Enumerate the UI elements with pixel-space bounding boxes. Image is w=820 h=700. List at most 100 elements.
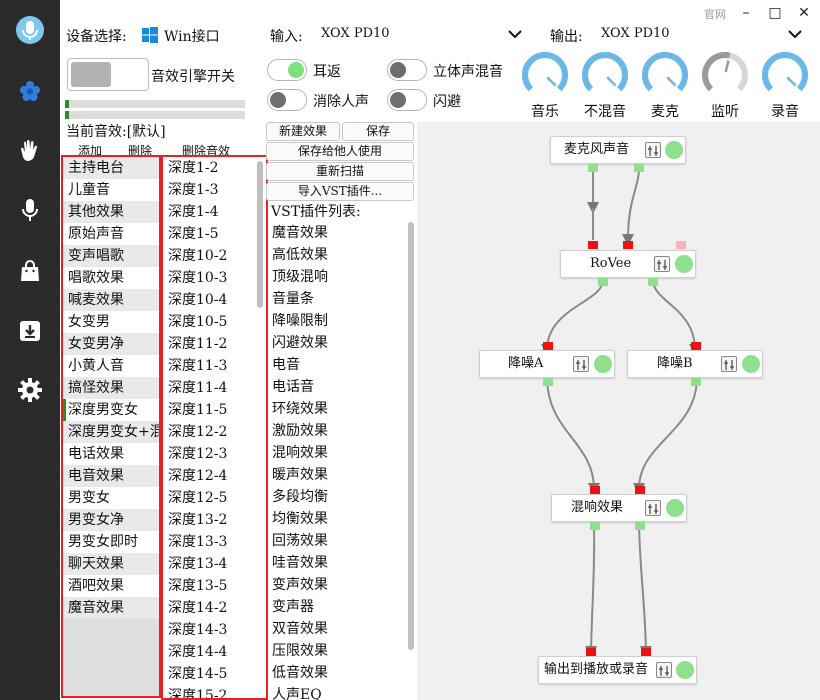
eq-icon[interactable] xyxy=(721,356,737,372)
effect-list-item[interactable]: 原始声音 xyxy=(63,223,159,245)
new-effect-button[interactable]: 新建效果 xyxy=(266,122,340,141)
flower-icon[interactable] xyxy=(15,76,45,106)
effect-list-item[interactable]: 女变男 xyxy=(63,311,159,333)
effect-list-item[interactable]: 电话效果 xyxy=(63,443,159,465)
device-select[interactable]: Win接口 xyxy=(164,29,220,45)
preset-list-item[interactable]: 深度10-5 xyxy=(163,311,266,333)
node-status-dot[interactable] xyxy=(675,255,693,273)
preset-list-item[interactable]: 深度1-2 xyxy=(163,157,266,179)
output-port[interactable] xyxy=(598,278,608,286)
eq-icon[interactable] xyxy=(654,256,670,272)
output-port[interactable] xyxy=(635,522,645,530)
output-port[interactable] xyxy=(588,164,598,172)
save-button[interactable]: 保存 xyxy=(342,122,414,141)
effect-list-item[interactable]: 其他效果 xyxy=(63,201,159,223)
vst-plugin-item[interactable]: 环绕效果 xyxy=(272,401,328,417)
chevron-down-icon[interactable] xyxy=(787,28,803,40)
vst-plugin-item[interactable]: 音量条 xyxy=(272,291,314,307)
node-output[interactable]: 输出到播放或录音 xyxy=(538,656,697,684)
delete-effect-button[interactable]: 删除音效 xyxy=(182,144,231,158)
vst-plugin-item[interactable]: 高低效果 xyxy=(272,247,328,263)
microphone-logo-icon[interactable] xyxy=(15,15,45,45)
effect-list-item[interactable]: 酒吧效果 xyxy=(63,575,159,597)
vst-plugin-item[interactable]: 变声效果 xyxy=(272,577,328,593)
preset-list-item[interactable]: 深度13-5 xyxy=(163,575,266,597)
download-icon[interactable] xyxy=(15,316,45,346)
preset-list-item[interactable]: 深度11-3 xyxy=(163,355,266,377)
vst-list-scrollbar[interactable] xyxy=(408,222,414,650)
output-device-select[interactable]: XOX PD10 xyxy=(601,26,670,41)
vst-plugin-item[interactable]: 电话音 xyxy=(272,379,314,395)
effect-list-item[interactable]: 男变女净 xyxy=(63,509,159,531)
vst-plugin-item[interactable]: 激励效果 xyxy=(272,423,328,439)
hand-icon[interactable] xyxy=(15,135,45,165)
vst-plugin-item[interactable]: 混响效果 xyxy=(272,445,328,461)
preset-list-item[interactable]: 深度11-4 xyxy=(163,377,266,399)
minimize-button[interactable]: – xyxy=(742,5,750,21)
vst-plugin-item[interactable]: 电音 xyxy=(272,357,300,373)
node-denoise-b[interactable]: 降噪B xyxy=(627,350,763,378)
input-port[interactable] xyxy=(590,486,600,494)
preset-list-item[interactable]: 深度14-4 xyxy=(163,641,266,663)
delete-button[interactable]: 删除 xyxy=(128,144,153,158)
node-status-dot[interactable] xyxy=(676,661,694,679)
node-rovee[interactable]: RoVee xyxy=(560,250,696,278)
eq-icon[interactable] xyxy=(656,662,672,678)
mic-volume-knob[interactable] xyxy=(640,50,690,100)
vocal-removal-toggle[interactable] xyxy=(267,89,307,111)
bag-icon[interactable] xyxy=(15,256,45,286)
preset-list-item[interactable]: 深度12-2 xyxy=(163,421,266,443)
output-port[interactable] xyxy=(691,378,701,386)
preset-list-item[interactable]: 深度11-2 xyxy=(163,333,266,355)
save-for-others-button[interactable]: 保存给他人使用 xyxy=(266,142,414,161)
ear-return-toggle[interactable] xyxy=(267,59,307,81)
preset-list-item[interactable]: 深度13-4 xyxy=(163,553,266,575)
vst-plugin-item[interactable]: 顶级混响 xyxy=(272,269,328,285)
effect-list-item[interactable]: 男变女即时 xyxy=(63,531,159,553)
microphone-icon[interactable] xyxy=(15,195,45,225)
node-status-dot[interactable] xyxy=(594,355,612,373)
node-status-dot[interactable] xyxy=(665,141,683,159)
effect-list-item[interactable]: 电音效果 xyxy=(63,465,159,487)
preset-list-item[interactable]: 深度13-2 xyxy=(163,509,266,531)
ducking-toggle[interactable] xyxy=(387,89,427,111)
vst-plugin-item[interactable]: 低音效果 xyxy=(272,665,328,681)
effect-list-item[interactable]: 小黄人音 xyxy=(63,355,159,377)
record-volume-knob[interactable] xyxy=(760,50,810,100)
eq-icon[interactable] xyxy=(645,142,661,158)
close-button[interactable]: ✕ xyxy=(798,5,810,21)
input-port[interactable] xyxy=(691,342,701,350)
add-button[interactable]: 添加 xyxy=(78,144,103,158)
input-port[interactable] xyxy=(586,648,596,656)
preset-list-item[interactable]: 深度12-4 xyxy=(163,465,266,487)
chevron-down-icon[interactable] xyxy=(507,28,523,40)
preset-list-item[interactable]: 深度1-5 xyxy=(163,223,266,245)
vst-plugin-item[interactable]: 均衡效果 xyxy=(272,511,328,527)
vst-plugin-item[interactable]: 压限效果 xyxy=(272,643,328,659)
effect-engine-switch[interactable] xyxy=(67,58,149,91)
vst-plugin-item[interactable]: 哇音效果 xyxy=(272,555,328,571)
music-volume-knob[interactable] xyxy=(520,50,570,100)
input-port[interactable] xyxy=(588,241,598,249)
vst-plugin-item[interactable]: 变声器 xyxy=(272,599,314,615)
vst-plugin-item[interactable]: 双音效果 xyxy=(272,621,328,637)
preset-list-item[interactable]: 深度10-2 xyxy=(163,245,266,267)
input-port[interactable] xyxy=(623,241,633,249)
preset-list-item[interactable]: 深度12-5 xyxy=(163,487,266,509)
output-port[interactable] xyxy=(590,522,600,530)
preset-list-item[interactable]: 深度10-4 xyxy=(163,289,266,311)
input-port[interactable] xyxy=(641,648,651,656)
preset-list-scrollbar[interactable] xyxy=(257,161,263,308)
monitor-volume-knob[interactable] xyxy=(700,50,750,100)
eq-icon[interactable] xyxy=(573,356,589,372)
preset-list-item[interactable]: 深度10-3 xyxy=(163,267,266,289)
preset-list-item[interactable]: 深度1-4 xyxy=(163,201,266,223)
effect-list[interactable]: 主持电台儿童音其他效果原始声音变声唱歌唱歌效果喊麦效果女变男女变男净小黄人音搞怪… xyxy=(61,155,161,698)
preset-list-item[interactable]: 深度14-5 xyxy=(163,663,266,685)
vst-plugin-item[interactable]: 回荡效果 xyxy=(272,533,328,549)
output-port[interactable] xyxy=(634,164,644,172)
eq-icon[interactable] xyxy=(645,500,661,516)
vst-plugin-item[interactable]: 人声EQ xyxy=(272,687,322,700)
vst-plugin-list[interactable]: 魔音效果高低效果顶级混响音量条降噪限制闪避效果电音电话音环绕效果激励效果混响效果… xyxy=(272,222,412,700)
